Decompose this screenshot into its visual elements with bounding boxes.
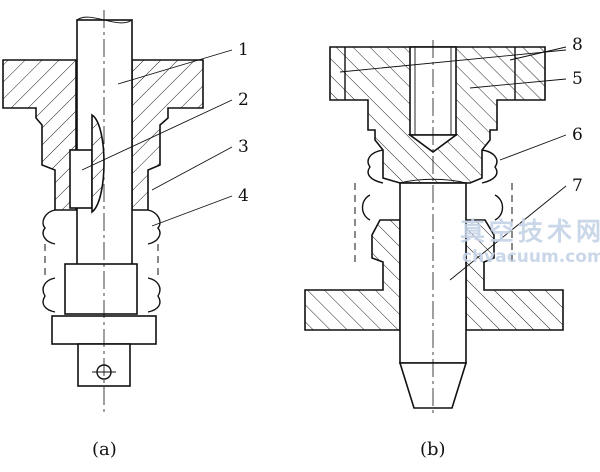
figure-a: 1 2 3 4 (a) [2,10,249,460]
part-label-4: 4 [238,186,249,206]
shaft-a [76,19,133,266]
watermark-url: chvacuum.com [462,247,600,267]
part-label-5: 5 [572,69,583,89]
part-label-7: 7 [572,176,583,196]
leader-2 [81,99,233,171]
watermark-logo: 真空技术网 chvacuum.com [460,217,600,267]
leader-5 [469,78,567,89]
leader-3 [151,146,233,191]
lower-flange-b [304,219,401,331]
leader-4 [151,195,233,227]
leader-6 [499,134,567,161]
shaft-collar-a [64,263,138,315]
flange-body-a-left [2,59,77,211]
leader-8b [339,49,567,73]
part-label-2: 2 [238,90,249,110]
leader-1 [117,49,233,85]
part-label-8: 8 [572,35,583,55]
part-label-1: 1 [238,40,249,60]
part-label-6: 6 [572,125,583,145]
key-a [69,149,93,209]
key-recess-a [91,113,105,214]
watermark-chinese: 真空技术网 [460,217,600,246]
flange-body-a-right [131,59,204,211]
bellows-b [354,149,513,262]
leader-8a [509,46,567,61]
leader-7 [449,185,567,281]
figure-b: 8 5 6 7 (b) [304,35,583,460]
stem-tip-b [398,362,468,409]
part-label-3: 3 [238,137,249,157]
bellows-a [42,209,161,313]
caption-b: (b) [420,439,446,460]
caption-a: (a) [92,439,117,460]
